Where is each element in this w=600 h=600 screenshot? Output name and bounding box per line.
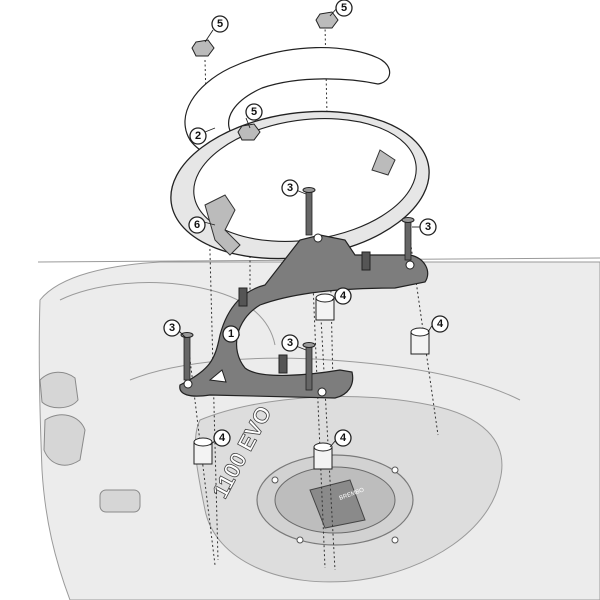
nut xyxy=(315,11,339,29)
screw xyxy=(302,342,316,391)
left-switch-housing xyxy=(39,371,79,409)
svg-text:4: 4 xyxy=(437,318,444,330)
callout-3: 3 xyxy=(419,218,437,236)
part-4-spacers xyxy=(193,293,430,470)
callout-4: 4 xyxy=(334,287,352,305)
callout-3: 3 xyxy=(163,319,181,337)
threaded-stud xyxy=(238,287,248,307)
bracket-body xyxy=(179,234,429,399)
svg-text:1: 1 xyxy=(228,328,234,340)
screw xyxy=(302,187,316,236)
bracket-hole xyxy=(317,387,327,397)
part-5-nuts xyxy=(191,11,339,141)
svg-text:5: 5 xyxy=(251,106,257,118)
spacer xyxy=(313,442,333,470)
spacer xyxy=(410,327,430,355)
part-6-tank-ring xyxy=(170,110,430,260)
cap-screw-hole xyxy=(296,536,304,544)
svg-text:3: 3 xyxy=(169,322,175,334)
callouts: 5 5 5 2 6 3 3 3 xyxy=(163,0,449,447)
cap-screw-hole xyxy=(391,536,399,544)
tank-contour xyxy=(59,282,276,346)
threaded-stud xyxy=(278,354,288,374)
bracket-hole xyxy=(313,233,323,243)
screw xyxy=(401,217,415,261)
svg-text:3: 3 xyxy=(287,337,293,349)
axis-line xyxy=(407,224,439,436)
callout-2: 2 xyxy=(189,127,207,145)
part-3-screws xyxy=(180,187,415,391)
callout-3: 3 xyxy=(281,179,299,197)
svg-text:3: 3 xyxy=(425,221,431,233)
callout-3: 3 xyxy=(281,334,299,352)
part-1-bracket xyxy=(179,233,429,399)
left-control xyxy=(43,414,86,466)
nut xyxy=(191,39,215,57)
left-handlebar-clamp xyxy=(99,489,141,513)
nut xyxy=(237,123,261,141)
callout-5: 5 xyxy=(211,15,229,33)
callout-4: 4 xyxy=(431,315,449,333)
svg-text:4: 4 xyxy=(340,432,347,444)
axis-line xyxy=(319,299,336,571)
svg-text:2: 2 xyxy=(195,130,201,142)
callout-5: 5 xyxy=(335,0,353,17)
cap-screw-hole xyxy=(391,466,399,474)
callout-4: 4 xyxy=(334,429,352,447)
svg-text:6: 6 xyxy=(194,219,200,231)
bracket-hole xyxy=(183,379,193,389)
callout-6: 6 xyxy=(188,216,206,234)
fuel-cap-hinge xyxy=(309,479,366,529)
svg-text:4: 4 xyxy=(219,432,226,444)
fuel-tank: BREMBO 1100 EVO xyxy=(37,257,600,600)
svg-text:5: 5 xyxy=(217,18,223,30)
svg-text:4: 4 xyxy=(340,290,347,302)
threaded-stud xyxy=(361,251,371,271)
spacer xyxy=(315,293,335,321)
bracket-cutout xyxy=(208,369,227,383)
spacer xyxy=(193,437,213,465)
tank-ring-tab xyxy=(371,149,396,176)
callout-1: 1 xyxy=(222,325,240,343)
svg-text:5: 5 xyxy=(341,2,347,14)
tank-ring-tab xyxy=(204,194,241,256)
svg-text:3: 3 xyxy=(287,182,293,194)
callout-5: 5 xyxy=(245,103,263,121)
cap-screw-hole xyxy=(271,476,279,484)
bracket-hole xyxy=(405,260,415,270)
callout-4: 4 xyxy=(213,429,231,447)
